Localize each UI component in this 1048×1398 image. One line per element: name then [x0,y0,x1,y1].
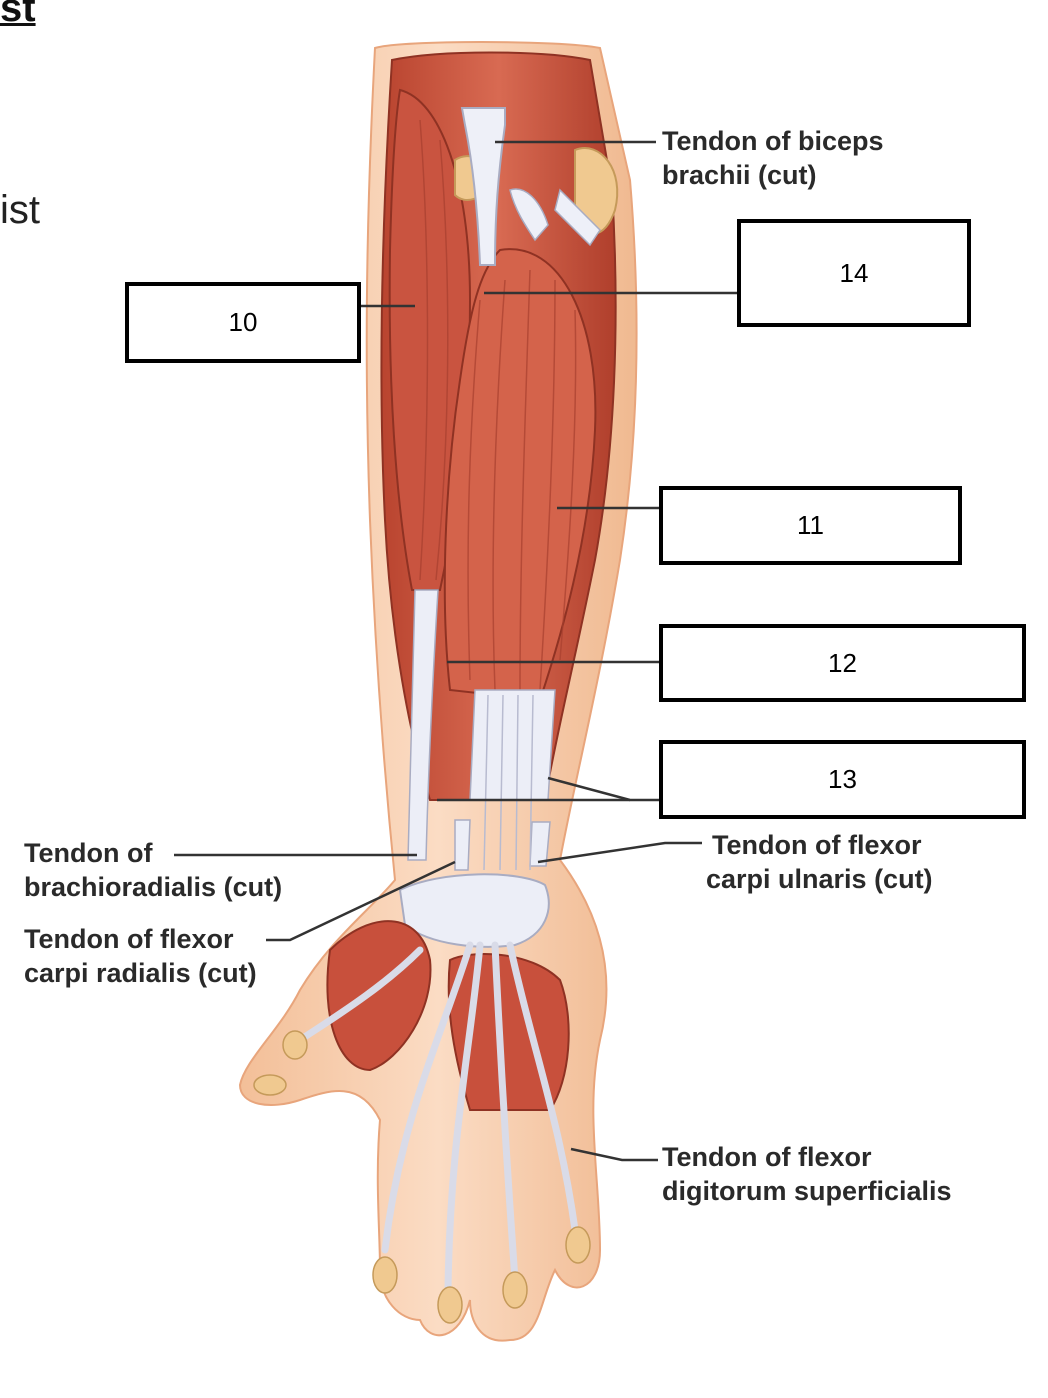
answer-box-10[interactable]: 10 [125,282,361,363]
answer-box-13[interactable]: 13 [659,740,1026,819]
label-tendon-flexor-carpi-radialis: Tendon of flexor carpi radialis (cut) [24,924,257,988]
answer-box-13-number: 13 [828,764,857,794]
forearm-tendons [407,589,556,871]
answer-box-14[interactable]: 14 [737,219,971,327]
answer-box-10-number: 10 [228,307,258,337]
answer-box-11[interactable]: 11 [659,486,962,565]
elbow-structures [454,107,619,266]
answer-box-12[interactable]: 12 [659,624,1026,702]
flexor-retinaculum [398,873,550,948]
answer-box-12-number: 12 [828,647,857,678]
leader-lines [174,140,740,1162]
forearm-muscles [380,51,617,801]
label-tendon-flexor-digitorum-superficialis: Tendon of flexor digitorum superficialis [662,1142,952,1206]
answer-box-14-number: 14 [839,257,869,288]
finger-tip-bones [253,1030,591,1324]
answer-box-11-number: 11 [797,510,824,540]
tendon-strands [483,694,534,871]
label-tendon-brachioradialis: Tendon of brachioradialis (cut) [24,838,283,902]
label-tendon-flexor-carpi-ulnaris: Tendon of flexor carpi ulnaris (cut) [706,830,933,894]
label-tendon-biceps-brachii: Tendon of biceps brachii (cut) [662,126,884,190]
finger-tendons [296,941,579,1294]
page-text-fragment: ist [0,188,40,232]
page-heading-fragment: st [0,0,36,30]
